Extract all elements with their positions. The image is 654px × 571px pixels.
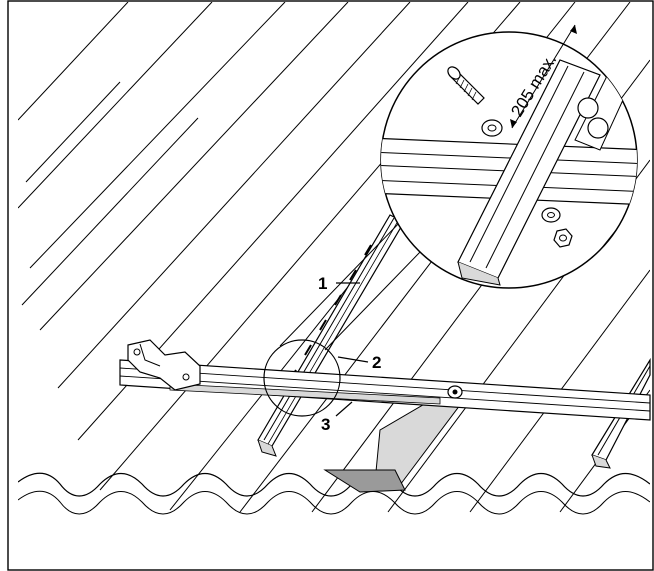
roof-hook <box>323 394 461 493</box>
detail-marker-circle <box>263 339 341 417</box>
callout-3-label: 3 <box>321 415 330 434</box>
detail-magnifier: 205 max. <box>380 24 638 289</box>
callout-1-label: 1 <box>318 274 327 293</box>
cross-rail <box>119 339 651 421</box>
detail-leader-lower <box>324 249 423 351</box>
callout-2-label: 2 <box>372 353 381 372</box>
callout-3-leader <box>335 401 353 417</box>
callout-2-leader <box>337 356 369 363</box>
bolt-icon <box>447 66 485 105</box>
dimension-line <box>511 24 576 129</box>
mounting-rail <box>257 214 405 457</box>
figure-border <box>7 0 654 571</box>
